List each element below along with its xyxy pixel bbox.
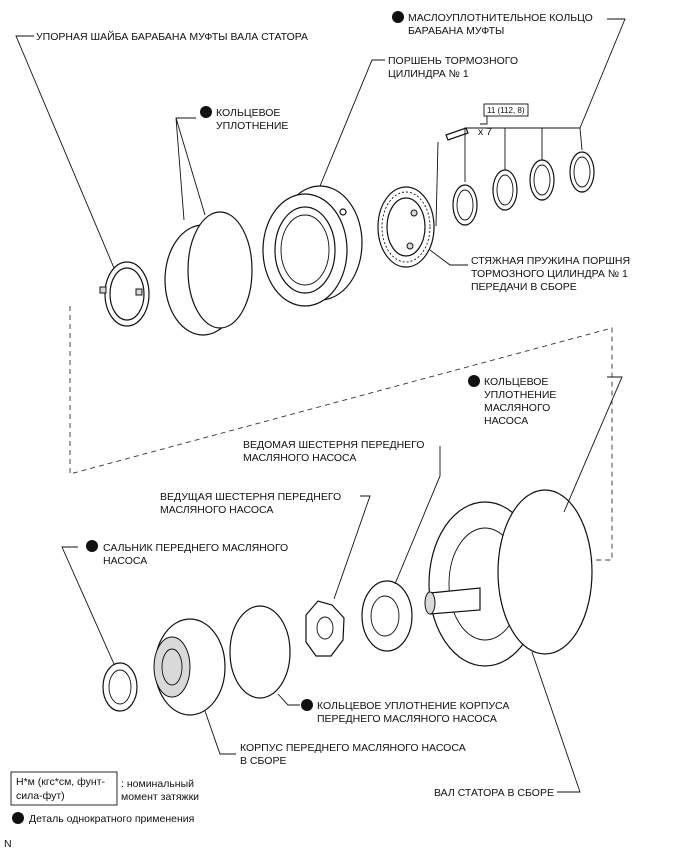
leader-return-spring — [429, 249, 468, 266]
leader-stator-shaft — [531, 651, 581, 793]
label-driven-gear-2: МАСЛЯНОГО НАСОСА — [243, 452, 356, 464]
thrust-washer-part — [99, 261, 150, 327]
label-drive-gear-1: ВЕДУЩАЯ ШЕСТЕРНЯ ПЕРЕДНЕГО — [160, 491, 341, 503]
leader-oil-seal-rings — [464, 18, 626, 182]
leader-pump-seal — [61, 546, 115, 665]
label-drive-gear-2: МАСЛЯНОГО НАСОСА — [160, 504, 273, 516]
legend-nominal-2: момент затяжки — [121, 791, 199, 803]
label-pump-seal-1: САЛЬНИК ПЕРЕДНЕГО МАСЛЯНОГО — [103, 542, 288, 554]
non-reusable-dot-icon — [468, 375, 480, 387]
non-reusable-dot-icon — [392, 11, 404, 23]
oil-seal-rings-part — [452, 151, 595, 226]
label-return-spring-1: СТЯЖНАЯ ПРУЖИНА ПОРШНЯ — [471, 255, 630, 267]
label-brake-piston-2: ЦИЛИНДРА № 1 — [388, 68, 469, 80]
label-oil-seal-ring-2: БАРАБАНА МУФТЫ — [408, 25, 504, 37]
label-oil-seal-ring-1: МАСЛОУПЛОТНИТЕЛЬНОЕ КОЛЬЦО — [408, 12, 593, 24]
label-stator-shaft: ВАЛ СТАТОРА В СБОРЕ — [434, 787, 554, 799]
torque-box — [483, 103, 529, 117]
leader-bolt-torque — [480, 114, 488, 125]
leader-driven-gear — [394, 446, 441, 585]
label-pump-o-ring-1: КОЛЬЦЕВОЕ — [484, 376, 548, 388]
label-stator-thrust-washer: УПОРНАЯ ШАЙБА БАРАБАНА МУФТЫ ВАЛА СТАТОР… — [36, 30, 308, 43]
leader-thrust-washer — [15, 35, 115, 269]
legend-unit-1: Н*м (кгс*см, фунт- — [16, 776, 106, 788]
pump-body-part — [153, 618, 226, 716]
leader-body-o-ring — [277, 693, 300, 706]
label-return-spring-2: ТОРМОЗНОГО ЦИЛИНДРА № 1 — [471, 268, 628, 280]
bolt-part — [435, 127, 469, 227]
torque-value: 11 (112, 8) — [487, 106, 525, 115]
label-driven-gear-1: ВЕДОМАЯ ШЕСТЕРНЯ ПЕРЕДНЕГО — [243, 439, 424, 451]
non-reusable-dot-icon — [301, 699, 313, 711]
label-brake-piston-1: ПОРШЕНЬ ТОРМОЗНОГО — [388, 55, 518, 67]
leader-brake-piston — [319, 59, 385, 187]
drive-gear-part — [305, 600, 345, 657]
pump-seal-part — [102, 662, 138, 712]
label-o-ring-1: КОЛЬЦЕВОЕ — [216, 107, 280, 119]
label-pump-seal-2: НАСОСА — [103, 555, 147, 567]
leader-pump-body — [204, 710, 236, 755]
label-pump-body-1: КОРПУС ПЕРЕДНЕГО МАСЛЯНОГО НАСОСА — [240, 742, 466, 754]
bolt-quantity: x 7 — [478, 126, 492, 138]
leader-drive-gear — [333, 495, 371, 600]
non-reusable-dot-icon — [12, 812, 24, 824]
label-body-o-ring-2: ПЕРЕДНЕГО МАСЛЯНОГО НАСОСА — [317, 713, 497, 725]
leader-pump-o-ring — [563, 376, 623, 513]
label-pump-o-ring-2: УПЛОТНЕНИЕ — [484, 389, 556, 401]
pump-o-ring-part — [497, 489, 593, 655]
label-return-spring-3: ПЕРЕДАЧИ В СБОРЕ — [471, 281, 577, 293]
label-pump-o-ring-3: МАСЛЯНОГО — [484, 402, 550, 414]
legend-unit-2: сила-фут) — [16, 790, 65, 802]
return-spring-part — [377, 186, 435, 268]
non-reusable-dot-icon — [86, 540, 98, 552]
brake-piston-part — [262, 185, 363, 307]
non-reusable-dot-icon — [200, 106, 212, 118]
body-o-ring-part — [229, 605, 291, 699]
label-pump-body-2: В СБОРЕ — [240, 755, 286, 767]
legend-nominal-1: : номинальный — [121, 778, 194, 790]
leader-o-ring — [175, 117, 206, 221]
label-pump-o-ring-4: НАСОСА — [484, 415, 528, 427]
legend-non-reusable: Деталь однократного применения — [29, 813, 194, 825]
o-ring-part — [164, 211, 253, 336]
label-o-ring-2: УПЛОТНЕНИЕ — [216, 120, 288, 132]
driven-gear-part — [361, 580, 413, 652]
footer-letter: N — [4, 838, 12, 850]
label-body-o-ring-1: КОЛЬЦЕВОЕ УПЛОТНЕНИЕ КОРПУСА — [317, 700, 509, 712]
legend-unit-box — [10, 771, 118, 806]
